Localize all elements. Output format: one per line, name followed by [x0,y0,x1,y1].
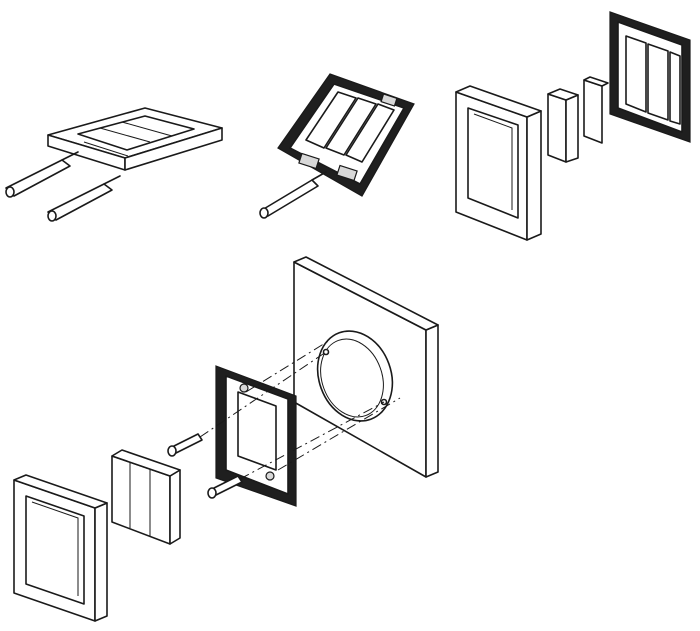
screwdriver-icon [5,151,79,198]
cover-frame [13,474,108,622]
mounting-frame [215,365,297,507]
rocker-key [583,76,609,144]
step-separate-parts [455,11,691,241]
step-release-insert [259,73,415,219]
screwdriver-icon [47,175,121,222]
screw-icon [207,475,243,499]
cover-frame [455,85,542,241]
mounting-frame [277,73,415,197]
mounting-frame [609,11,691,143]
step-remove-cover [5,107,223,222]
switch-insert [111,449,181,545]
rocker-key [547,88,579,163]
switch-assembly [47,107,223,171]
screw-icon [167,433,203,457]
guide-lines [199,339,401,480]
wall-box [293,256,439,478]
screwdriver-icon [259,171,327,219]
step-install-exploded [13,256,439,622]
